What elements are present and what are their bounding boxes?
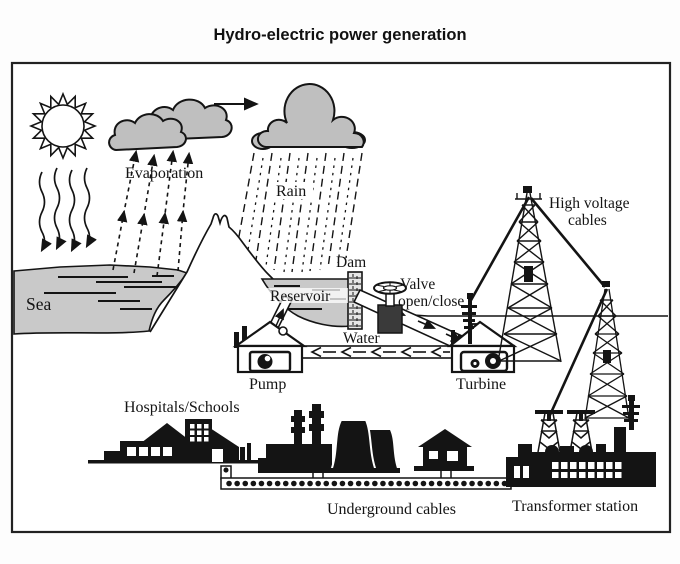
pump-house-icon xyxy=(232,320,308,374)
label-pump: Pump xyxy=(249,376,286,393)
label-dam: Dam xyxy=(336,254,366,271)
house-icon xyxy=(414,429,474,471)
label-underground: Underground cables xyxy=(327,501,456,518)
label-valve-line2: open/close xyxy=(398,293,464,310)
rain-cloud-icon xyxy=(251,83,366,150)
reservoir-label-bg xyxy=(266,288,348,303)
label-turbine: Turbine xyxy=(456,376,506,393)
gantry-icon xyxy=(535,410,595,453)
pylon-large-icon xyxy=(497,186,562,363)
valve-icon xyxy=(373,281,407,334)
rain-lines xyxy=(237,152,363,273)
label-evaporation: Evaporation xyxy=(125,165,203,182)
insulator-icon xyxy=(461,293,477,344)
label-rain: Rain xyxy=(276,183,306,200)
label-hospitals: Hospitals/Schools xyxy=(124,399,240,416)
label-transformer: Transformer station xyxy=(512,498,638,515)
label-sea: Sea xyxy=(26,294,52,314)
label-valve-line1: Valve xyxy=(400,276,435,293)
power-plant-icon xyxy=(258,404,400,473)
mountain-icon xyxy=(149,212,275,333)
evaporation-arrows xyxy=(112,149,194,277)
hv-cable-lines xyxy=(468,196,609,416)
rain-label-bg xyxy=(269,182,313,199)
sun-icon xyxy=(28,91,98,161)
evaporation-cloud-icon xyxy=(108,98,233,152)
hospital-buildings-icon xyxy=(88,419,260,464)
sunlight-arrows xyxy=(38,167,97,253)
label-high-voltage-line1: High voltage xyxy=(549,195,630,212)
water-pipe xyxy=(299,345,453,359)
pylon-small-icon xyxy=(584,281,630,420)
label-reservoir: Reservoir xyxy=(270,288,331,305)
label-water: Water xyxy=(343,330,380,347)
label-high-voltage-line2: cables xyxy=(568,212,607,229)
sea-shape xyxy=(13,264,189,335)
transformer-station-icon xyxy=(506,395,656,487)
page-title: Hydro-electric power generation xyxy=(213,26,467,44)
